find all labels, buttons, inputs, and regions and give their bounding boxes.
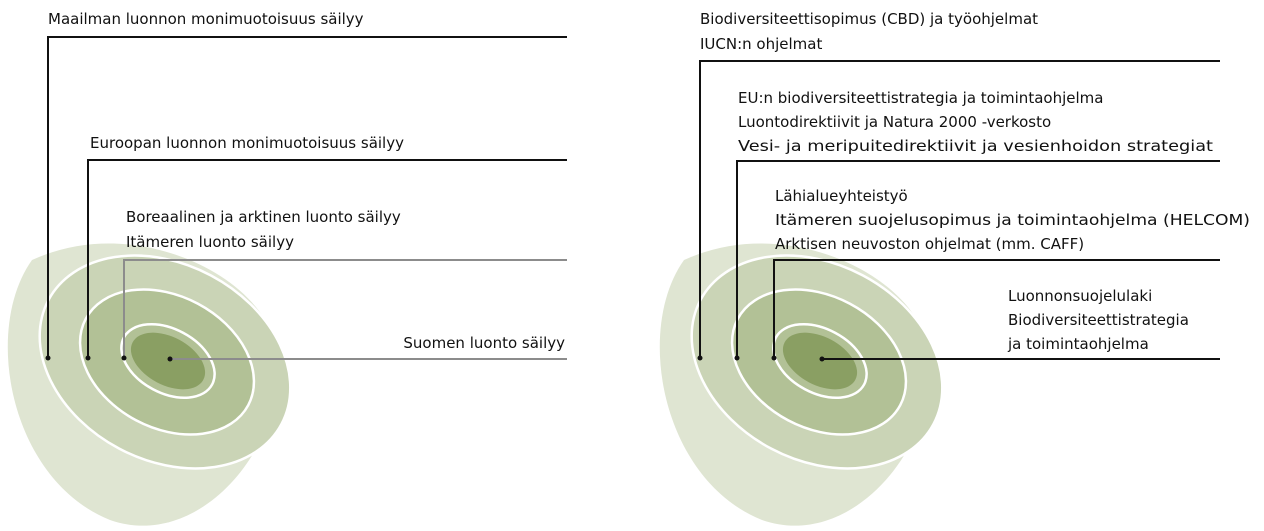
left-ring-core — [130, 332, 206, 390]
right-label-region-2: Itämeren suojelusopimus ja toimintaohjel… — [775, 211, 1250, 229]
left-label-region-2: Itämeren luonto säilyy — [126, 233, 294, 251]
right-label-world-2: IUCN:n ohjelmat — [700, 35, 822, 53]
right-label-europe-3: Vesi- ja meripuitedirektiivit ja vesienh… — [738, 137, 1213, 155]
left-connector-world — [47, 36, 567, 358]
right-connector-region — [773, 259, 1220, 358]
left-connector-region — [123, 259, 567, 358]
right-label-world-1: Biodiversiteettisopimus (CBD) ja työohje… — [700, 10, 1038, 28]
right-label-europe-1: EU:n biodiversiteettistrategia ja toimin… — [738, 89, 1103, 107]
left-label-finland: Suomen luonto säilyy — [403, 334, 565, 352]
right-label-finland-3: ja toimintaohjelma — [1007, 335, 1149, 353]
right-ring-core — [782, 332, 858, 390]
right-dot-finland — [819, 356, 825, 362]
right-panel: Biodiversiteettisopimus (CBD) ja työohje… — [659, 10, 1250, 526]
right-label-finland-1: Luonnonsuojelulaki — [1008, 287, 1152, 305]
right-label-region-1: Lähialueyhteistyö — [775, 187, 908, 205]
left-label-europe: Euroopan luonnon monimuotoisuus säilyy — [90, 134, 404, 152]
right-label-europe-2: Luontodirektiivit ja Natura 2000 -verkos… — [738, 113, 1051, 131]
left-connector-europe — [87, 159, 567, 358]
left-dot-finland — [167, 356, 173, 362]
right-connector-world — [699, 60, 1220, 358]
right-dot-region — [771, 355, 777, 361]
left-dot-europe — [85, 355, 91, 361]
left-dot-region — [121, 355, 127, 361]
right-connector-europe — [736, 160, 1220, 358]
right-label-finland-2: Biodiversiteettistrategia — [1008, 311, 1189, 329]
left-panel: Maailman luonnon monimuotoisuus säilyy E… — [7, 10, 567, 526]
left-label-world: Maailman luonnon monimuotoisuus säilyy — [48, 10, 364, 28]
right-label-region-3: Arktisen neuvoston ohjelmat (mm. CAFF) — [775, 235, 1084, 253]
left-dot-world — [45, 355, 51, 361]
left-label-region-1: Boreaalinen ja arktinen luonto säilyy — [126, 208, 401, 226]
right-dot-europe — [734, 355, 740, 361]
right-dot-world — [697, 355, 703, 361]
